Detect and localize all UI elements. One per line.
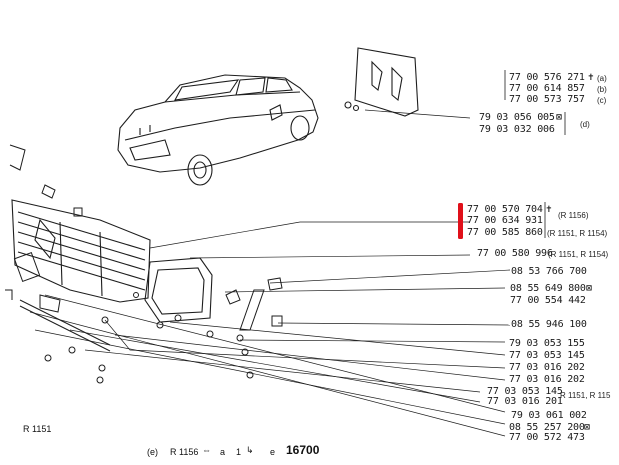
special-mark: ⊠ [584, 422, 590, 433]
grille-part [11, 199, 151, 303]
double-arrow-icon: ⇔ [202, 445, 211, 455]
footer-model: R 1156 [170, 447, 199, 457]
footer-symbol-a: a [220, 447, 226, 457]
part-number: 79 03 053 155 [509, 338, 585, 349]
car-illustration [117, 74, 319, 186]
part-number: 08 53 766 700 [511, 266, 587, 277]
highlight-marker [458, 203, 463, 239]
return-arrow-icon: ↳ [246, 445, 254, 455]
footer-e-label: (e) [147, 447, 158, 457]
part-number: 77 00 614 857 [509, 83, 585, 94]
special-mark: ⊠ [556, 112, 562, 123]
clip-part-top [344, 47, 419, 117]
part-ref: (a) [597, 74, 607, 83]
part-ref: (R 1156) [558, 211, 589, 220]
part-number: 77 03 016 202 [509, 362, 585, 373]
part-number-highlighted: 77 00 570 704 [467, 204, 543, 215]
part-number: 77 03 053 145 [509, 350, 585, 361]
leader-lines [29, 109, 511, 437]
part-ref: (R 1151, R 1154) [547, 229, 608, 238]
part-number: 77 00 572 473 [509, 432, 585, 443]
part-number: 08 55 649 800 [510, 283, 586, 294]
obsolete-mark: ✝ [588, 72, 594, 83]
part-number: 08 55 257 200 [509, 422, 585, 433]
part-number: 77 00 554 442 [510, 295, 586, 306]
headlamp-frame-part [144, 257, 213, 323]
part-number: 77 03 016 201 [487, 396, 563, 407]
part-number-highlighted: 77 00 585 860 [467, 227, 543, 238]
part-ref: (R 1151, R 1154) [548, 250, 609, 259]
part-ref: (c) [597, 96, 607, 105]
part-ref: (b) [597, 85, 607, 94]
part-ref: R 1151, R 115 [560, 391, 611, 400]
part-number: 77 00 580 996 [477, 248, 553, 259]
footer-symbol-e: e [270, 447, 276, 457]
part-number: 77 00 576 271 [509, 72, 585, 83]
part-number: 79 03 032 006 [479, 124, 555, 135]
footer-model-ref: R 1151 [23, 424, 52, 434]
part-number: 79 03 056 005 [479, 112, 555, 123]
hardware-parts [5, 144, 283, 384]
special-mark: ⊠ [586, 283, 592, 294]
part-number: 08 55 946 100 [511, 319, 587, 330]
part-ref: (d) [580, 120, 590, 129]
part-number: 77 03 016 202 [509, 374, 585, 385]
part-number-highlighted: 77 00 634 931 [467, 215, 543, 226]
part-number: 77 00 573 757 [509, 94, 585, 105]
part-number: 79 03 061 002 [511, 410, 587, 421]
footer-one: 1 [236, 447, 242, 457]
footer-code: 16700 [286, 443, 320, 457]
grouping-brackets [504, 70, 566, 238]
part-number: 77 03 053 145 [487, 386, 563, 397]
obsolete-mark: ✝ [546, 204, 552, 215]
